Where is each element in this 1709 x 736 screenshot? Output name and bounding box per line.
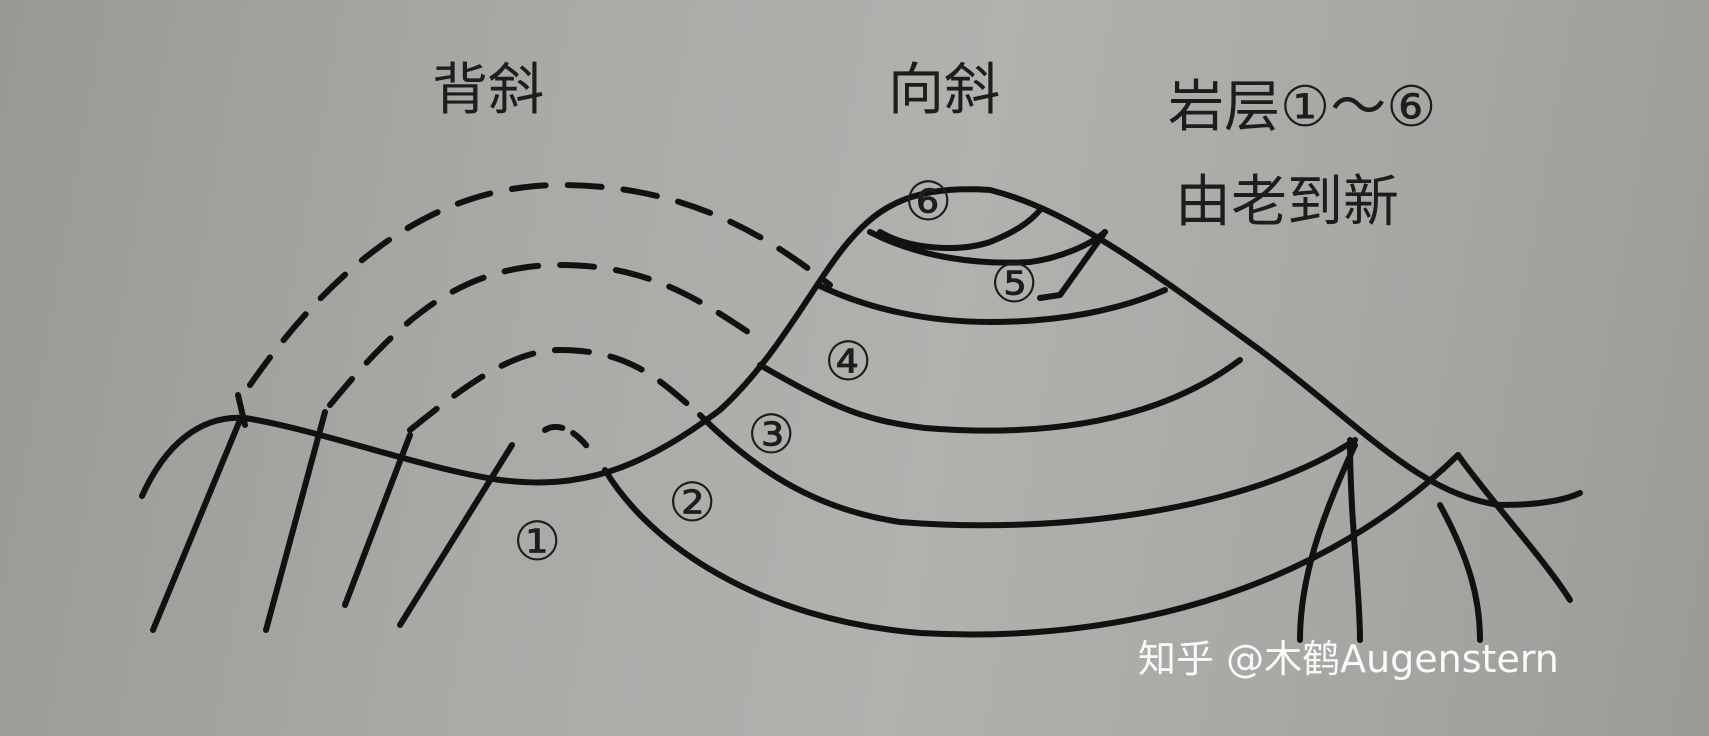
eroded-stratum-upper — [247, 182, 833, 388]
anticline-bed-5 — [235, 392, 248, 428]
syncline-bed-1 — [602, 452, 1461, 638]
layer-label-4: ④ — [824, 330, 873, 393]
syncline-bed-5-step — [1037, 229, 1108, 301]
right-limb-bed-3 — [1347, 437, 1363, 643]
anticline-bed-2 — [263, 409, 328, 633]
anticline-bed-3 — [342, 432, 413, 608]
anticline-bed-1 — [150, 417, 243, 633]
layer-label-1: ① — [513, 510, 562, 573]
syncline-bed-5 — [867, 229, 1108, 266]
anticline-label: 背斜 — [432, 58, 544, 123]
anticline-bed-4 — [397, 442, 515, 628]
right-limb-bed-4 — [1297, 442, 1358, 643]
syncline-bed-4 — [815, 282, 1168, 325]
layer-label-5: ⑤ — [990, 252, 1039, 315]
watermark: 知乎 @木鹤Augenstern — [1138, 637, 1559, 681]
syncline-bed-2 — [697, 412, 1358, 529]
syncline-label: 向斜 — [888, 58, 1000, 123]
right-limb-bed-1 — [1455, 452, 1573, 603]
eroded-stratum-middle — [327, 262, 763, 408]
syncline-bed-6 — [877, 207, 1043, 251]
right-limb-bed-2 — [1437, 502, 1483, 643]
layer-label-2: ② — [668, 471, 717, 534]
eroded-stratum-lower — [407, 347, 703, 433]
legend-line-2: 由老到新 — [1175, 170, 1399, 235]
eroded-stratum-core — [542, 423, 593, 453]
ground-surface — [139, 186, 1583, 508]
syncline-bed-3 — [757, 357, 1243, 434]
legend-line-1: 岩层①～⑥ — [1168, 75, 1437, 140]
layer-label-3: ③ — [747, 403, 796, 466]
layer-label-6: ⑥ — [904, 170, 953, 233]
